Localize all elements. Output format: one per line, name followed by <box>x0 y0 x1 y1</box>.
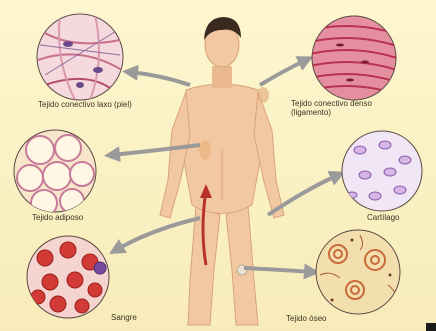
adipose-tissue-image <box>14 130 96 216</box>
label-blood: Sangre <box>111 313 137 322</box>
label-bone: Tejido óseo <box>286 314 326 323</box>
label-dense-connective: Tejido conectivo denso (ligamento) <box>291 99 372 117</box>
label-adipose: Tejido adiposo <box>32 213 83 222</box>
blood-image <box>27 236 109 318</box>
loose-connective-tissue-image <box>37 14 123 100</box>
label-loose-connective: Tejido conectivo laxo (piel) <box>38 100 132 109</box>
human-figure <box>160 17 284 325</box>
corner-mark <box>426 323 436 331</box>
bone-tissue-image <box>316 230 400 314</box>
cartilage-image <box>342 131 422 211</box>
label-cartilage: Cartílago <box>367 213 399 222</box>
dense-connective-tissue-image <box>310 16 400 100</box>
